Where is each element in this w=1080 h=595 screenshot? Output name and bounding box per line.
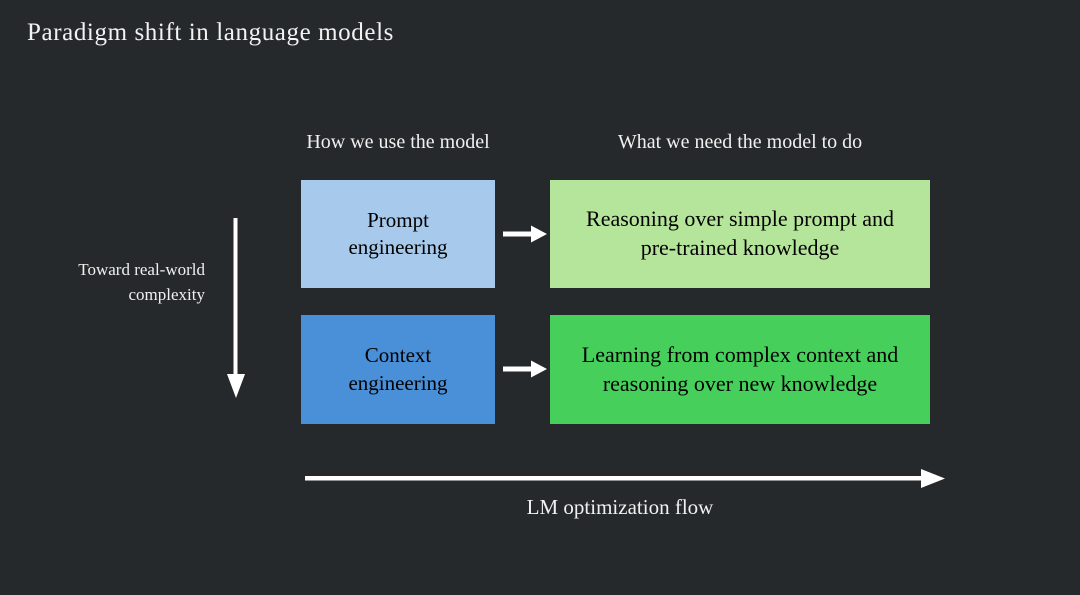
box-context-engineering[interactable]: Context engineering <box>301 315 495 424</box>
box-learning-complex-context-text: Learning from complex context and reason… <box>582 341 898 398</box>
box-context-engineering-line1: Context <box>364 343 432 368</box>
column-header-what-we-need: What we need the model to do <box>617 131 863 153</box>
box-reasoning-simple-prompt-line1: Reasoning over simple prompt and <box>586 206 894 232</box>
vertical-complexity-label-line2: complexity <box>128 284 205 304</box>
vertical-complexity-label: Toward real-world complexity <box>20 258 205 307</box>
arrow-right-icon <box>503 360 547 378</box>
box-learning-complex-context[interactable]: Learning from complex context and reason… <box>550 315 930 424</box>
box-prompt-engineering-line1: Prompt <box>367 207 429 232</box>
page-title: Paradigm shift in language models <box>27 19 394 46</box>
box-reasoning-simple-prompt-line2: pre-trained knowledge <box>640 235 840 260</box>
arrow-right-icon <box>503 225 547 243</box>
arrow-right-icon <box>305 469 945 488</box>
vertical-complexity-arrow <box>222 218 250 398</box>
lm-optimization-flow-label: LM optimization flow <box>526 495 714 519</box>
box-reasoning-simple-prompt[interactable]: Reasoning over simple prompt and pre-tra… <box>550 180 930 288</box>
lm-optimization-flow-arrow <box>305 466 945 492</box>
box-prompt-engineering-line2: engineering <box>348 235 448 259</box>
vertical-complexity-label-line1: Toward real-world <box>78 260 205 279</box>
box-learning-complex-context-line1: Learning from complex context and <box>581 341 899 367</box>
column-header-how-we-use: How we use the model <box>306 131 490 153</box>
connector-arrow-row2 <box>503 358 547 380</box>
box-prompt-engineering[interactable]: Prompt engineering <box>301 180 495 288</box>
box-prompt-engineering-text: Prompt engineering <box>348 207 447 262</box>
box-context-engineering-line2: engineering <box>348 370 448 395</box>
box-learning-complex-context-line2: reasoning over new knowledge <box>602 370 878 396</box>
box-reasoning-simple-prompt-text: Reasoning over simple prompt and pre-tra… <box>586 205 894 262</box>
connector-arrow-row1 <box>503 223 547 245</box>
arrow-down-icon <box>227 218 245 398</box>
box-context-engineering-text: Context engineering <box>348 342 447 397</box>
